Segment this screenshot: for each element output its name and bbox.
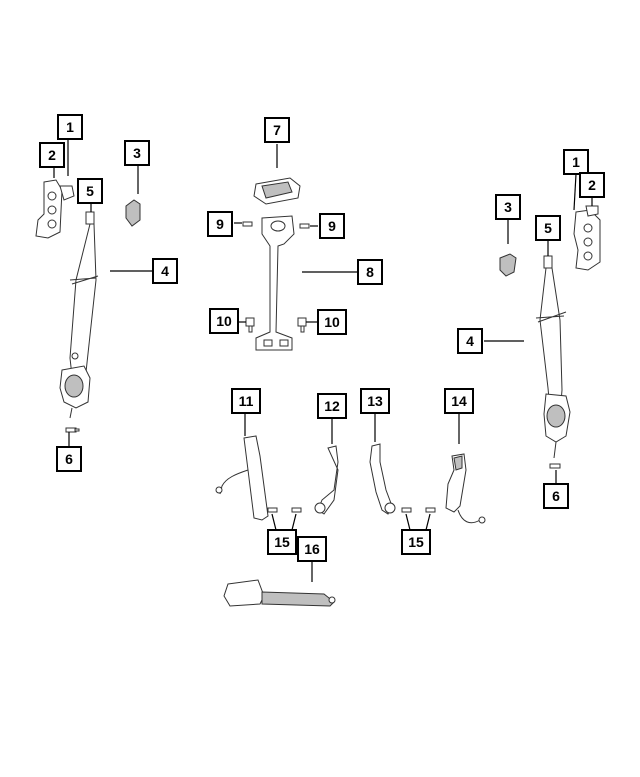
- right-trim-cover: [499, 253, 517, 277]
- right-height-adjuster: [573, 205, 601, 271]
- svg-text:8: 8: [366, 264, 374, 280]
- callout-9-right: 9: [319, 213, 345, 239]
- svg-text:3: 3: [133, 145, 141, 161]
- left-bolt: [65, 427, 80, 433]
- buckle-16: [223, 579, 336, 607]
- callout-3-right: 3: [495, 194, 521, 220]
- center-mount-bracket: [253, 177, 301, 205]
- callout-10-left: 10: [209, 308, 239, 334]
- callout-4-left: 4: [152, 258, 178, 284]
- svg-text:1: 1: [572, 154, 580, 170]
- svg-text:6: 6: [65, 451, 73, 467]
- callout-15-left: 15: [267, 529, 297, 555]
- svg-text:15: 15: [408, 534, 424, 550]
- buckle-13: [369, 443, 396, 515]
- svg-text:1: 1: [66, 119, 74, 135]
- buckle-11: [215, 435, 269, 521]
- svg-text:14: 14: [451, 393, 467, 409]
- callout-15-right: 15: [401, 529, 431, 555]
- left-trim-cover: [125, 199, 141, 227]
- svg-text:5: 5: [544, 220, 552, 236]
- callout-7: 7: [264, 117, 290, 143]
- left-height-adjuster: [35, 179, 75, 239]
- buckle-14: [445, 453, 486, 524]
- svg-text:15: 15: [274, 534, 290, 550]
- right-shoulder-belt: [535, 255, 571, 459]
- svg-text:10: 10: [324, 314, 340, 330]
- bolts-15-right: [401, 507, 436, 513]
- callout-6-left: 6: [56, 446, 82, 472]
- center-belt-anchor: [255, 215, 295, 351]
- svg-text:6: 6: [552, 488, 560, 504]
- svg-text:7: 7: [273, 122, 281, 138]
- callout-5-right: 5: [535, 215, 561, 241]
- svg-text:12: 12: [324, 398, 340, 414]
- svg-text:10: 10: [216, 313, 232, 329]
- svg-text:16: 16: [304, 541, 320, 557]
- svg-text:13: 13: [367, 393, 383, 409]
- callout-6-right: 6: [543, 483, 569, 509]
- callout-2-right: 2: [579, 172, 605, 198]
- bolts-15-left: [267, 507, 302, 513]
- callout-13: 13: [360, 388, 390, 414]
- svg-text:2: 2: [588, 177, 596, 193]
- svg-text:4: 4: [466, 333, 474, 349]
- leader-lines: [53, 140, 593, 582]
- buckle-12: [314, 445, 339, 515]
- left-shoulder-belt: [59, 211, 99, 419]
- svg-text:11: 11: [239, 393, 254, 409]
- callout-10-right: 10: [317, 309, 347, 335]
- callout-3-left: 3: [124, 140, 150, 166]
- callout-12: 12: [317, 393, 347, 419]
- callout-16: 16: [297, 536, 327, 562]
- svg-text:2: 2: [48, 147, 56, 163]
- callout-14: 14: [444, 388, 474, 414]
- svg-text:9: 9: [216, 216, 224, 232]
- callout-8: 8: [357, 259, 383, 285]
- callout-2-left: 2: [39, 142, 65, 168]
- callout-11: 11: [231, 388, 261, 414]
- svg-text:9: 9: [328, 218, 336, 234]
- callout-1-left: 1: [57, 114, 83, 140]
- svg-text:3: 3: [504, 199, 512, 215]
- right-bolt: [549, 463, 561, 469]
- callout-1-right: 1: [563, 149, 589, 175]
- callout-9-left: 9: [207, 211, 233, 237]
- callout-4-right: 4: [457, 328, 483, 354]
- svg-text:5: 5: [86, 183, 94, 199]
- callout-5-left: 5: [77, 178, 103, 204]
- svg-text:4: 4: [161, 263, 169, 279]
